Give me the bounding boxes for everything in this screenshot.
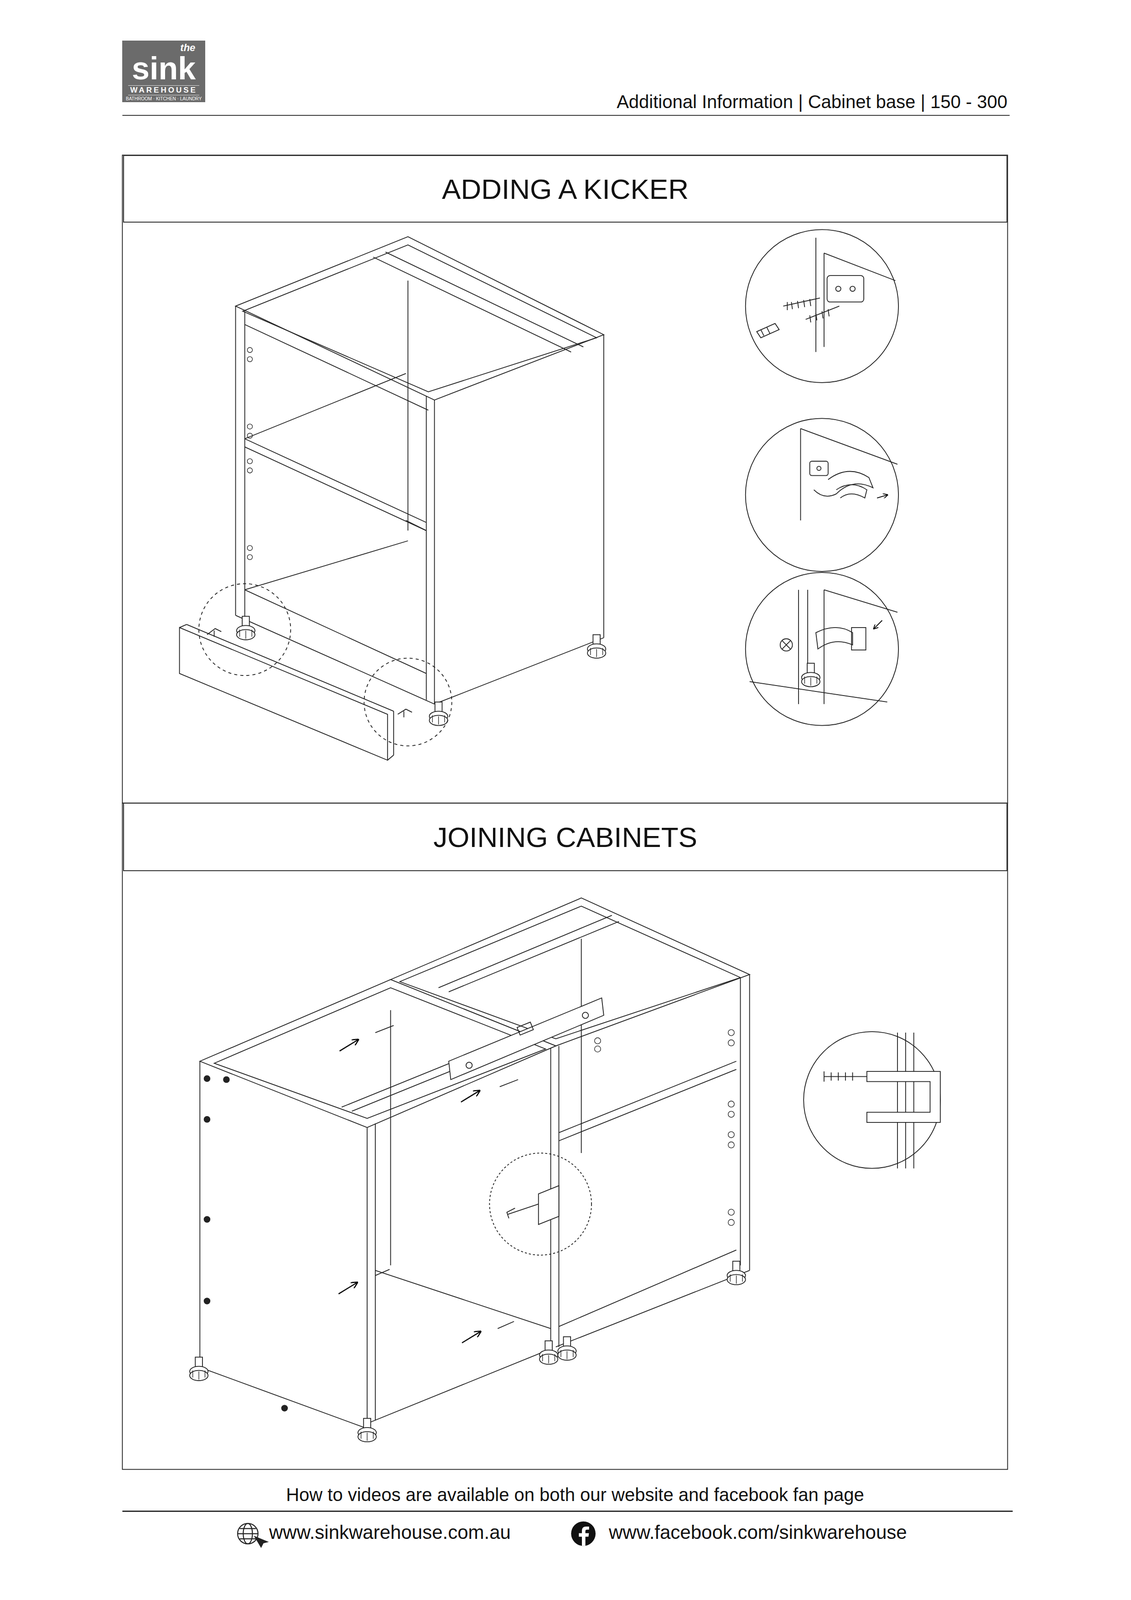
section-title: ADDING A KICKER	[441, 172, 689, 206]
logo-main: sink	[131, 53, 196, 84]
logo-small: the	[180, 42, 196, 54]
logo-tagline: BATHROOM · KITCHEN · LAUNDRY	[125, 96, 202, 102]
website-url: www.sinkwarehouse.com.au	[269, 1521, 511, 1544]
section-title: JOINING CABINETS	[433, 820, 698, 854]
header-text: Additional Information | Cabinet base | …	[616, 91, 1008, 113]
logo-box: thesinkWAREHOUSEBATHROOM · KITCHEN · LAU…	[122, 40, 206, 103]
footer-note: How to videos are available on both our …	[285, 1483, 865, 1505]
section-heading: JOINING CABINETS	[123, 802, 1008, 872]
logo-sub: WAREHOUSE	[128, 85, 199, 96]
facebook-url: www.facebook.com/sinkwarehouse	[608, 1521, 908, 1544]
section-heading: ADDING A KICKER	[123, 155, 1008, 223]
